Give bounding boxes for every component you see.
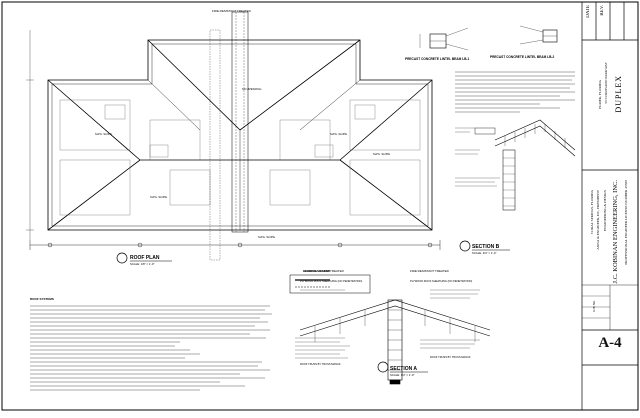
fire-treated-top-label: FIRE RESISTANT TREATED — [212, 9, 252, 13]
svg-text:SLPG. SLOPE: SLPG. SLOPE — [150, 195, 167, 199]
section-b-title: SECTION B — [472, 244, 500, 250]
job-label: JOB NO. — [592, 300, 596, 312]
section-a-scale: SCALE: 3/4" = 1'-0" — [390, 373, 414, 377]
roof-truss-right-label: ROOF TRUSS BY TRUSS MANUF. — [430, 355, 471, 359]
fire-wall — [231, 11, 249, 233]
section-b-detail — [474, 119, 576, 211]
project-address: 55 CORONADO PARKWAY — [604, 62, 608, 104]
roof-systems-notes: ROOF SYSTEMS — [30, 297, 272, 391]
section-b-marker — [459, 240, 471, 252]
svg-text:SLPG. SLOPE: SLPG. SLOPE — [95, 132, 112, 136]
title-block-grid — [581, 2, 638, 410]
section-a-detail — [299, 299, 491, 385]
svg-text:SLPG. SLOPE: SLPG. SLOPE — [330, 132, 347, 136]
section-b-notes — [455, 71, 575, 113]
bearing-legend-title: BEARING LEGEND — [303, 269, 331, 273]
roof-outline-inner — [51, 43, 429, 227]
sheet-number: A-4 — [598, 335, 622, 351]
svg-text:SLPG. SLOPE: SLPG. SLOPE — [373, 152, 390, 156]
company-line2: ENGINEERING & DESIGN — [603, 190, 607, 232]
rev-header: REV. — [600, 5, 605, 16]
section-b-callouts — [455, 127, 500, 187]
company-name: J.C. KOBINAN ENGINEERING, INC. — [612, 180, 619, 284]
section-b-scale: SCALE: 3/4" = 1'-0" — [472, 251, 496, 255]
company-line4: CORAL SPRINGS, FLORIDA — [590, 190, 594, 234]
roof-systems-heading: ROOF SYSTEMS — [30, 297, 54, 301]
lintel-lb2 — [519, 25, 558, 45]
bearing-legend: BEARING LEGEND — [289, 269, 371, 294]
lintel-lb2-title: PRECAST CONCRETE LINTEL BEAM LB-2 — [490, 55, 554, 59]
date-header: DATE — [586, 5, 591, 18]
sheet-border — [1, 1, 639, 411]
fire-right-label: FIRE RESISTANT TREATED — [410, 269, 450, 273]
company-line3: ANNA & ENGINEER, P.E., PRESIDENT — [596, 190, 600, 250]
roof-plan-scale: SCALE: 1/8" = 1'-0" — [130, 262, 154, 266]
roof-plan-marker — [116, 252, 128, 264]
lintel-lb1-title: PRECAST CONCRETE LINTEL BEAM LB-1 — [405, 57, 469, 61]
project-city: ELMER, FLORIDA — [598, 80, 602, 109]
svg-text:NO HIPES/ROLL: NO HIPES/ROLL — [242, 87, 262, 91]
project-name: DUPLEX — [614, 75, 623, 113]
plywood-right-label: PLYWOOD ROOF SHEATHING (NO PENETRATION) — [410, 279, 472, 283]
roof-plan-title: ROOF PLAN — [130, 255, 160, 261]
plan-notes: NO HIPES/ROLL SLPG. SLOPE SLPG. SLOPE SL… — [95, 87, 390, 239]
license-number: PROFESSIONAL ENGINEER LICENSE NUMBER 455… — [624, 180, 628, 265]
svg-text:SLPG. SLOPE: SLPG. SLOPE — [258, 235, 275, 239]
section-a-callouts — [295, 289, 480, 359]
section-a-marker — [377, 361, 389, 373]
section-a-title: SECTION A — [390, 366, 417, 372]
lintel-lb1 — [419, 27, 469, 51]
roof-plan — [26, 11, 441, 261]
plywood-left-label: PLYWOOD ROOF SHEATHING (NO PENETRATION) — [300, 279, 362, 283]
fire-left-label: FIRE RESISTANT TREATED — [305, 269, 345, 273]
roof-truss-left-label: ROOF TRUSS BY TRUSS MANUF. — [300, 362, 341, 366]
